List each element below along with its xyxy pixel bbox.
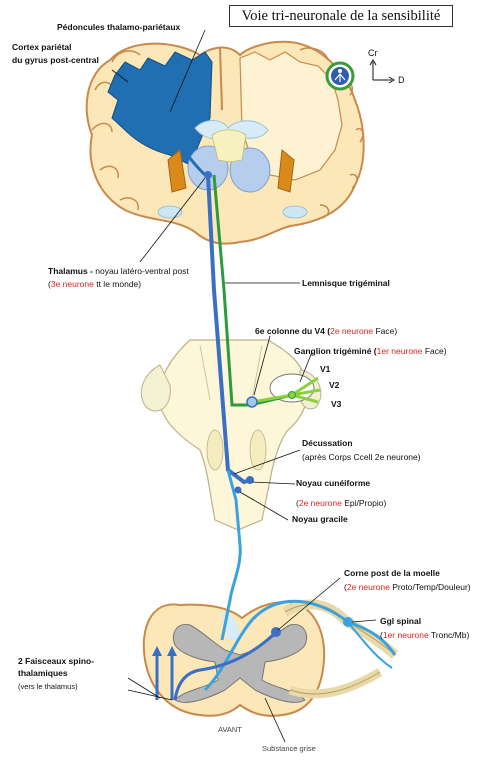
diagram-title: Voie tri-neuronale de la sensibilité	[229, 5, 453, 27]
brain-coronal-section	[85, 40, 365, 245]
label-ggl-scope: Tronc/Mb)	[428, 630, 470, 640]
label-lemnisque: Lemnisque trigéminal	[302, 278, 390, 288]
label-faisceaux-line1: 2 Faisceaux spino-	[18, 656, 95, 666]
spinal-ganglion-dot	[343, 617, 353, 627]
spinal-cord-section	[142, 599, 399, 717]
ganglion-neuron-dot	[288, 391, 296, 399]
label-ggl-detail: (1er neurone Tronc/Mb)	[380, 630, 470, 640]
label-corne-detail: (2e neurone Proto/Temp/Douleur)	[344, 582, 471, 592]
label-v2: V2	[329, 380, 340, 390]
label-thalamus: Thalamus - noyau latéro-ventral post	[48, 266, 189, 277]
label-ganglion-scope: Face)	[422, 346, 447, 356]
label-v1: V1	[320, 364, 331, 374]
label-cuneiforme-scope: Epi/Propio)	[341, 498, 387, 508]
label-cortex-line2: du gyrus post-central	[12, 55, 99, 65]
label-thalamus-name: Thalamus -	[48, 266, 93, 276]
label-ganglion-neuron: 1er neurone	[376, 346, 423, 356]
spinothalamic-path	[173, 630, 278, 701]
trigeminal-branches	[291, 376, 321, 404]
homunculus-icon	[325, 61, 355, 91]
label-ggl-spinal: Ggl spinal	[380, 616, 422, 626]
dorsal-column-path	[220, 469, 242, 641]
pathways	[152, 119, 397, 701]
orientation-arrows-icon	[369, 59, 395, 84]
label-substance-grise: Substance grise	[262, 744, 316, 753]
label-thalamus-scope: tt le monde)	[93, 279, 142, 289]
label-colonne-v4: 6e colonne du V4 (2e neurone Face)	[255, 326, 397, 337]
label-v3: V3	[331, 399, 342, 409]
label-corne: Corne post de la moelle	[344, 568, 440, 578]
v4-column-neuron-dot	[246, 396, 258, 408]
label-ganglion: Ganglion trigéminé (1er neurone Face)	[294, 346, 447, 357]
orientation-right-label: D	[398, 75, 405, 85]
label-decussation-detail: (après Corps Ccell 2e neurone)	[302, 452, 421, 462]
cuneate-neuron-dot	[246, 476, 254, 484]
gracile-neuron-dot	[234, 486, 242, 494]
trigeminal-lemniscus-path	[212, 174, 293, 407]
label-cuneiforme-detail: (2e neurone Epi/Propio)	[296, 498, 387, 508]
orientation-cranial-label: Cr	[368, 48, 378, 58]
label-colonne-v4-text: 6e colonne du V4 (	[255, 326, 331, 336]
label-ganglion-text: Ganglion trigéminé (	[294, 346, 377, 356]
label-thalamus-neuron-line: (3e neurone tt le monde)	[48, 279, 142, 289]
label-thalamus-detail: noyau latéro-ventral post	[92, 266, 189, 276]
label-cuneiforme: Noyau cunéiforme	[296, 478, 371, 488]
label-gracile: Noyau gracile	[292, 514, 348, 524]
label-cuneiforme-neuron: 2e neurone	[298, 498, 342, 508]
label-ggl-neuron: 1er neurone	[382, 630, 429, 640]
label-thalamus-neuron: 3e neurone	[50, 279, 94, 289]
leader-lines	[111, 29, 377, 743]
label-cortex-line1: Cortex pariétal	[12, 42, 72, 52]
label-avant: AVANT	[218, 725, 242, 734]
label-pedoncules: Pédoncules thalamo-pariétaux	[57, 22, 181, 32]
label-corne-neuron: 2e neurone	[346, 582, 390, 592]
trigeminal-ganglion	[269, 373, 315, 403]
brainstem	[140, 339, 322, 531]
label-corne-scope: Proto/Temp/Douleur)	[389, 582, 471, 592]
label-colonne-neuron: 2e neurone	[330, 326, 374, 336]
label-decussation: Décussation	[302, 438, 353, 448]
thalamus-neuron-dot	[204, 171, 212, 179]
label-faisceaux-line2: thalamiques	[18, 668, 68, 678]
label-colonne-scope: Face)	[373, 326, 398, 336]
label-faisceaux-detail: (vers le thalamus)	[18, 682, 78, 691]
spinal-ganglion-path	[203, 599, 349, 692]
